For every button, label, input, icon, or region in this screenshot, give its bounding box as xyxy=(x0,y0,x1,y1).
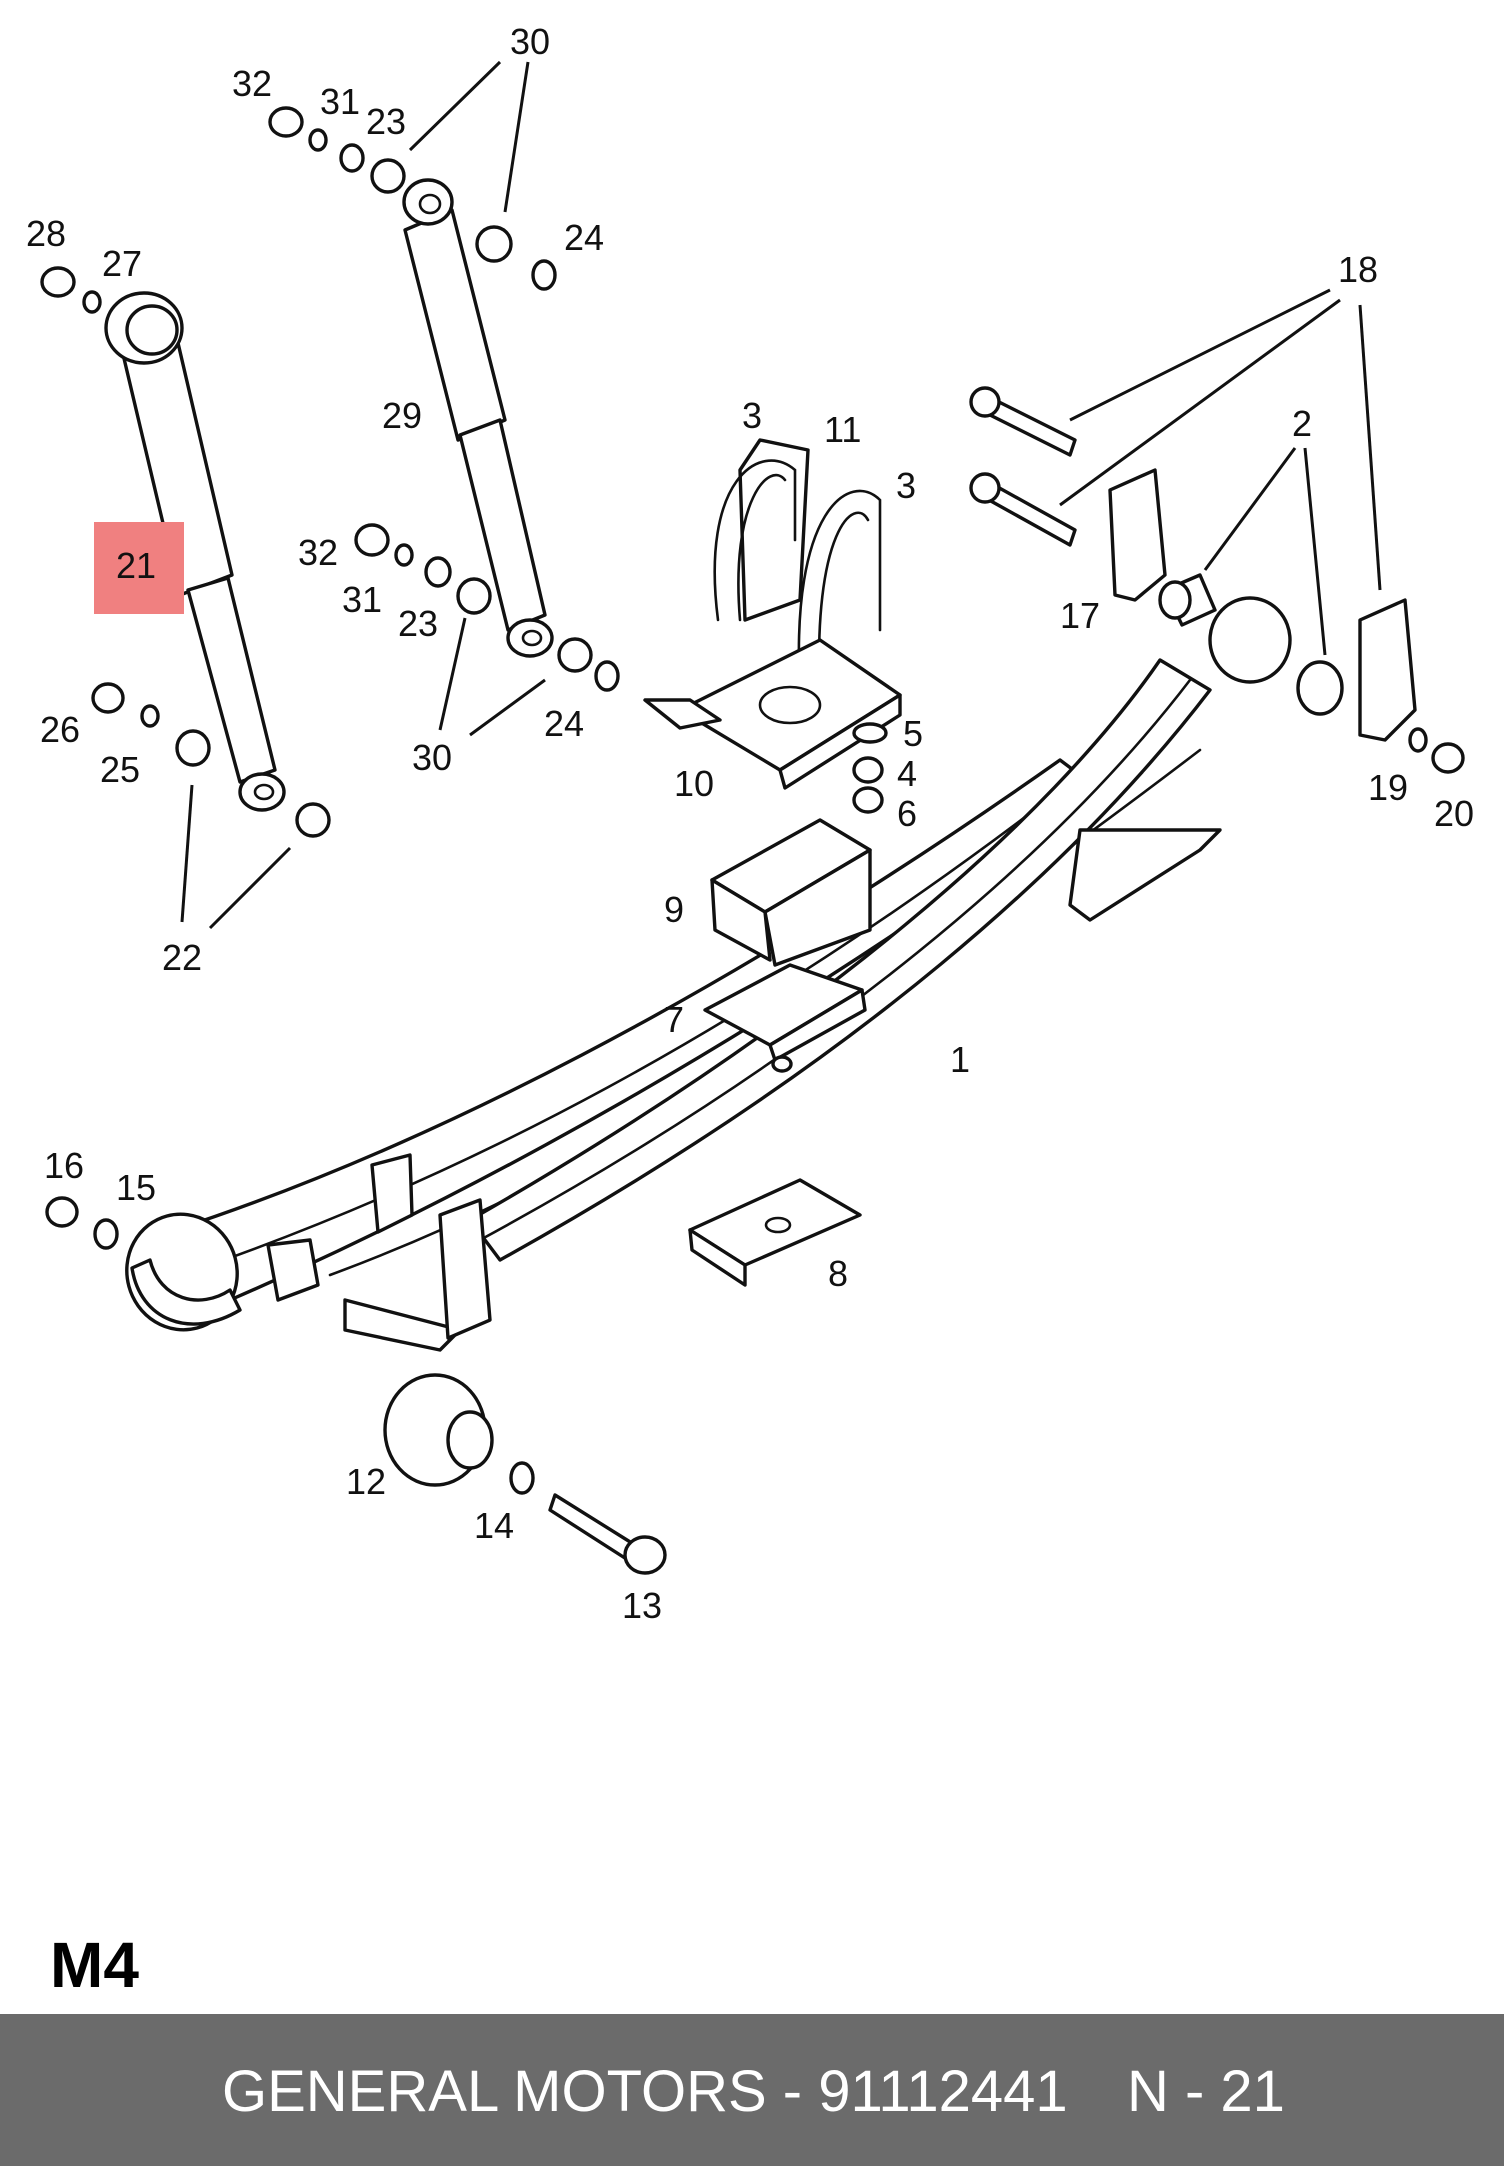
callout-30-lower: 30 xyxy=(412,737,452,778)
nut-32-middle[interactable] xyxy=(354,523,390,557)
callout-20: 20 xyxy=(1434,793,1474,834)
footer-brand-part-number: GENERAL MOTORS - 91112441 xyxy=(222,2059,1068,2124)
callout-13: 13 xyxy=(622,1585,662,1626)
bushing-23-middle[interactable] xyxy=(456,577,492,615)
rear-eye-bushing[interactable] xyxy=(1208,596,1292,684)
callout-19: 19 xyxy=(1368,767,1408,808)
callout-27: 27 xyxy=(102,243,142,284)
washer-19[interactable] xyxy=(1408,727,1428,753)
callout-32-upper: 32 xyxy=(232,63,272,104)
bushing-12[interactable] xyxy=(383,1373,494,1487)
callout-3-left: 3 xyxy=(742,395,762,436)
bushing-22-upper[interactable] xyxy=(175,729,211,767)
callout-3-right: 3 xyxy=(896,465,916,506)
bushing-2-lower[interactable] xyxy=(1296,660,1344,716)
callout-11: 11 xyxy=(824,409,861,450)
clamp-plate-9[interactable] xyxy=(710,818,872,967)
nut-26[interactable] xyxy=(91,682,125,714)
bolt-18-lower[interactable] xyxy=(969,472,1077,547)
shackle-plate-19[interactable] xyxy=(1358,598,1417,742)
clamp-plate-8[interactable] xyxy=(688,1178,862,1287)
callout-2: 2 xyxy=(1292,403,1312,444)
callout-22: 22 xyxy=(162,937,202,978)
footer-bar xyxy=(0,2014,1504,2166)
callout-23-upper: 23 xyxy=(366,101,406,142)
callout-25: 25 xyxy=(100,749,140,790)
callout-4: 4 xyxy=(897,753,917,794)
callout-10: 10 xyxy=(674,763,714,804)
washer-15[interactable] xyxy=(93,1218,119,1250)
callout-5: 5 xyxy=(903,713,923,754)
callout-24-lower: 24 xyxy=(544,703,584,744)
callout-29: 29 xyxy=(382,395,422,436)
nut-28[interactable] xyxy=(40,266,76,298)
callout-6: 6 xyxy=(897,793,917,834)
shackle-plate-17[interactable] xyxy=(1108,468,1167,602)
nut-16[interactable] xyxy=(45,1196,79,1228)
spring-front-eye[interactable] xyxy=(114,1202,250,1343)
callout-1: 1 xyxy=(950,1039,970,1080)
clamp-plate-7[interactable] xyxy=(703,963,867,1062)
callout-14: 14 xyxy=(474,1505,514,1546)
washer-24-lower[interactable] xyxy=(594,660,620,692)
washer-24-upper[interactable] xyxy=(531,259,557,291)
callout-labels: 21 1 2 3 3 4 5 6 7 8 9 10 11 12 13 14 15… xyxy=(26,21,1474,1626)
shock-absorber-21[interactable] xyxy=(104,291,286,812)
washer-31-upper[interactable] xyxy=(308,128,328,152)
callout-31-middle: 31 xyxy=(342,579,382,620)
callout-17: 17 xyxy=(1060,595,1100,636)
nut-4[interactable] xyxy=(852,756,884,784)
shock-absorber-29[interactable] xyxy=(402,178,554,658)
callout-26: 26 xyxy=(40,709,80,750)
washer-31-middle[interactable] xyxy=(394,543,414,567)
callout-21: 21 xyxy=(116,545,156,586)
washer-5[interactable] xyxy=(852,722,888,744)
page-code: M4 xyxy=(50,1929,139,2001)
callout-8: 8 xyxy=(828,1253,848,1294)
callout-12: 12 xyxy=(346,1461,386,1502)
washer-23-upper[interactable] xyxy=(339,143,365,173)
callout-16: 16 xyxy=(44,1145,84,1186)
callout-24-upper: 24 xyxy=(564,217,604,258)
callout-18: 18 xyxy=(1338,249,1378,290)
bushing-2-upper[interactable] xyxy=(1158,573,1217,627)
washer-25[interactable] xyxy=(140,704,160,728)
nut-6[interactable] xyxy=(852,786,884,814)
bushing-30-lower[interactable] xyxy=(557,637,593,673)
spring-seat-plate[interactable] xyxy=(643,638,902,790)
nut-20[interactable] xyxy=(1431,742,1465,774)
callout-15: 15 xyxy=(116,1167,156,1208)
callout-7: 7 xyxy=(664,999,684,1040)
bushing-23-upper[interactable] xyxy=(370,158,406,194)
washer-27[interactable] xyxy=(82,290,102,314)
bolt-13[interactable] xyxy=(548,1493,667,1575)
callout-28: 28 xyxy=(26,213,66,254)
nut-32-upper[interactable] xyxy=(268,106,304,138)
bushing-30-upper[interactable] xyxy=(475,225,513,263)
callout-23-middle: 23 xyxy=(398,603,438,644)
footer-page-reference: N - 21 xyxy=(1127,2059,1285,2124)
bushing-22-lower[interactable] xyxy=(295,802,331,838)
callout-30-upper: 30 xyxy=(510,21,550,62)
leader-lines xyxy=(180,60,1382,930)
washer-14[interactable] xyxy=(509,1461,535,1495)
washer-23-middle[interactable] xyxy=(424,556,452,588)
spring-clip-front[interactable] xyxy=(266,1153,492,1340)
washer-small-center[interactable] xyxy=(771,1055,793,1073)
callout-31-upper: 31 xyxy=(320,81,360,122)
highlight-box xyxy=(94,522,184,614)
callout-9: 9 xyxy=(664,889,684,930)
bolt-18-upper[interactable] xyxy=(969,386,1077,457)
callout-32-middle: 32 xyxy=(298,532,338,573)
exploded-parts-diagram: 21 1 2 3 3 4 5 6 7 8 9 10 11 12 13 14 15… xyxy=(26,21,1474,1626)
